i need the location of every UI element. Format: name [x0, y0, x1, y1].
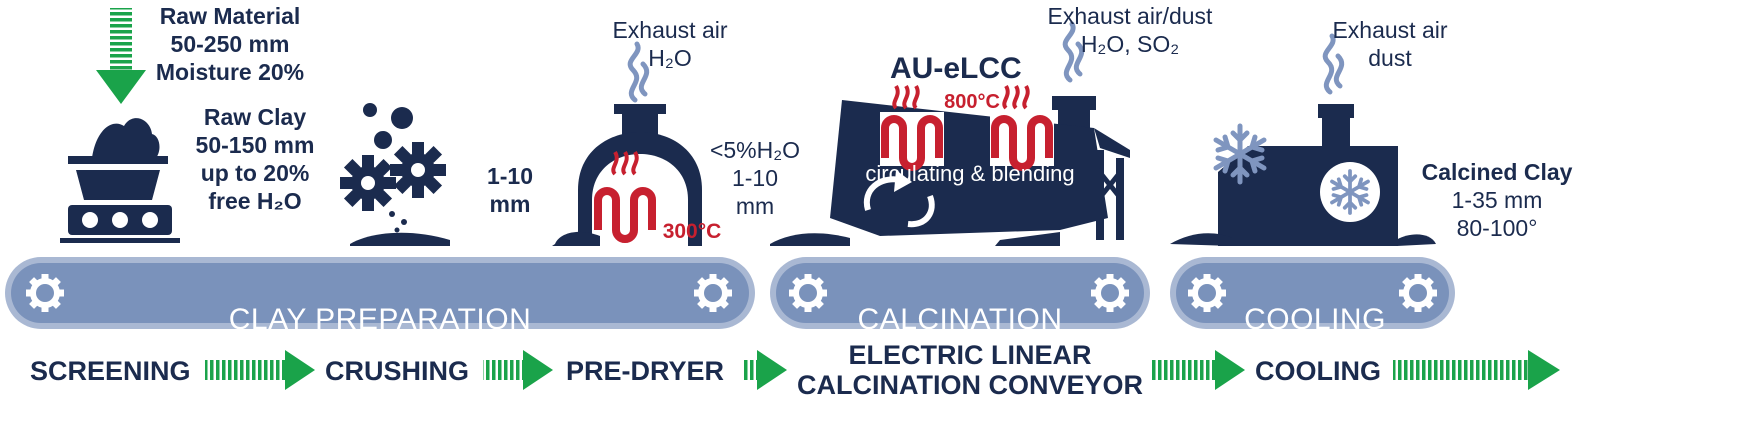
mine-cart-icon [60, 118, 180, 243]
calciner-process-label: circulating & blending [865, 161, 1075, 186]
calcined-clay-label: Calcined Clay 1-35 mm 80-100° [1421, 159, 1573, 241]
step-arrow-icon [205, 350, 315, 390]
raw-material-label: Raw Material 50-250 mm Moisture 20% [155, 3, 305, 85]
down-arrow-icon [96, 8, 146, 104]
step-cooling: COOLING [1255, 356, 1381, 386]
calciner-icon [770, 24, 1130, 246]
belt-cooling [1170, 257, 1455, 329]
step-electric-linear-calcination-conveyor: ELECTRIC LINEAR CALCINATION CONVEYOR [796, 340, 1143, 400]
predryer-exhaust-label: Exhaust air H₂O [612, 17, 728, 71]
predryer-temp-label: 300°C [662, 220, 722, 243]
step-arrow-icon [1150, 350, 1245, 390]
calciner-title: AU-eLCC [890, 52, 1022, 85]
raw-clay-label: Raw Clay 50-150 mm up to 20% free H₂O [195, 104, 315, 214]
dryer-icon [552, 44, 702, 246]
step-screening: SCREENING [30, 356, 191, 386]
step-arrow-icon [743, 350, 787, 390]
step-arrow-icon [483, 350, 553, 390]
step-pre-dryer: PRE-DRYER [566, 356, 725, 386]
belt-label-clay-preparation: CLAY PREPARATION [228, 303, 532, 336]
cooler-icon [1170, 36, 1436, 246]
crush-size-label: 1-10 mm [486, 163, 534, 217]
belt-clay-preparation [5, 257, 755, 329]
step-arrow-icon [1393, 350, 1560, 390]
belt-calcination [770, 257, 1150, 329]
belt-label-calcination: CALCINATION [857, 303, 1063, 336]
calciner-temp-label: 800°C [944, 91, 1000, 113]
step-crushing: CRUSHING [325, 356, 470, 386]
gears-icon [340, 103, 450, 246]
predryer-output-label: <5%H₂O 1-10 mm [709, 137, 801, 219]
cooler-exhaust-label: Exhaust air dust [1332, 17, 1448, 71]
belt-label-cooling: COOLING [1244, 303, 1386, 336]
calciner-exhaust-label: Exhaust air/dust H₂O, SO₂ [1047, 3, 1213, 57]
